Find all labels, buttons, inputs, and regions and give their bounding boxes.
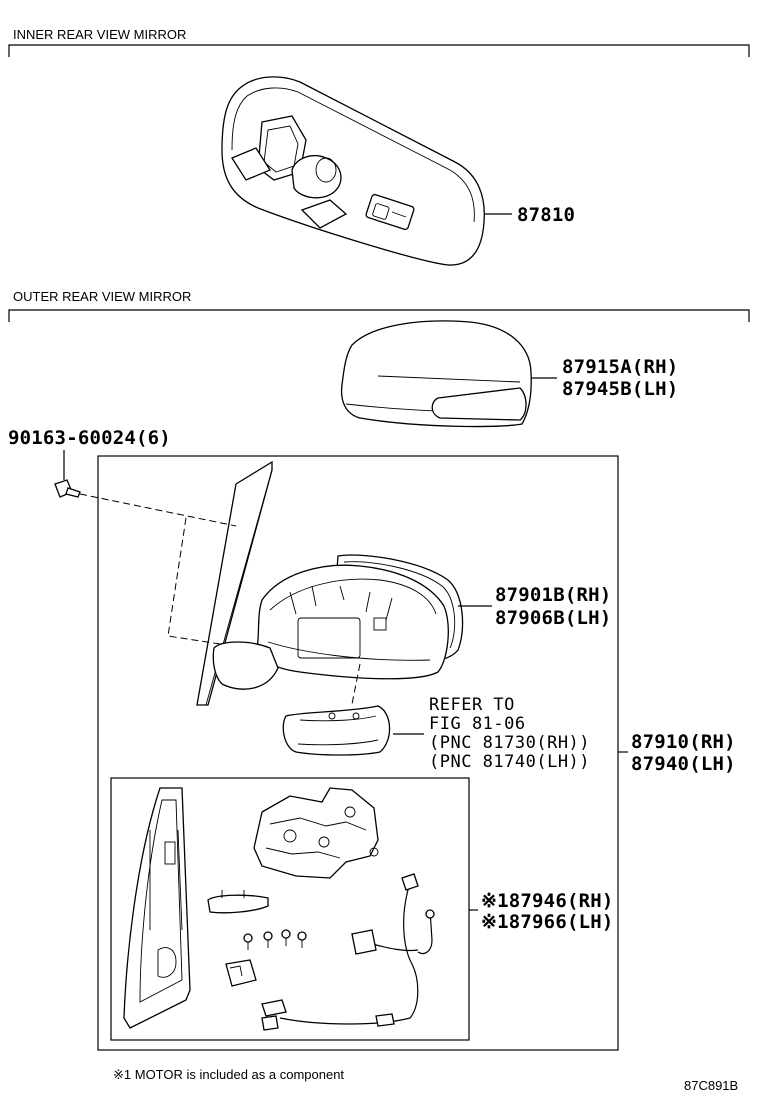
turn-signal-lamp-drawing [282,705,391,756]
section-title-outer: OUTER REAR VIEW MIRROR [13,289,191,304]
section-bracket-outer [8,309,750,322]
footnote: ※1 MOTOR is included as a component [113,1067,344,1082]
section-title-inner: INNER REAR VIEW MIRROR [13,27,186,42]
label-assembly-lh: 87940(LH) [631,753,736,775]
connector-drawing [225,959,257,987]
wire-harness-drawing [261,873,435,1031]
label-housing-lh: 87906B(LH) [495,607,611,629]
label-87810: 87810 [517,204,575,226]
mirror-cover-drawing [340,320,532,428]
inner-mirror-drawing [221,76,485,266]
label-motor-lh: ※187966(LH) [481,911,614,933]
refer-line-4: (PNC 81740(LH)) [429,752,590,772]
section-bracket-inner [8,44,750,57]
assembly-frame [97,455,619,1051]
mirror-motor-drawing [253,787,379,879]
mirror-housing-drawing [212,554,464,705]
label-housing-rh: 87901B(RH) [495,584,611,606]
label-screw: 90163-60024(6) [8,427,171,449]
refer-line-1: REFER TO [429,695,515,715]
refer-line-3: (PNC 81730(RH)) [429,733,590,753]
screw-drawing [54,479,81,498]
motor-screws-drawing [243,929,307,950]
label-cover-rh: 87915A(RH) [562,356,678,378]
trim-piece-drawing [207,890,269,914]
label-motor-rh: ※187946(RH) [481,890,614,912]
figure-code: 87C891B [684,1078,738,1093]
motor-frame [110,777,470,1041]
mirror-base-drawing [123,787,191,1029]
label-cover-lh: 87945B(LH) [562,378,678,400]
refer-line-2: FIG 81-06 [429,714,526,734]
label-assembly-rh: 87910(RH) [631,731,736,753]
